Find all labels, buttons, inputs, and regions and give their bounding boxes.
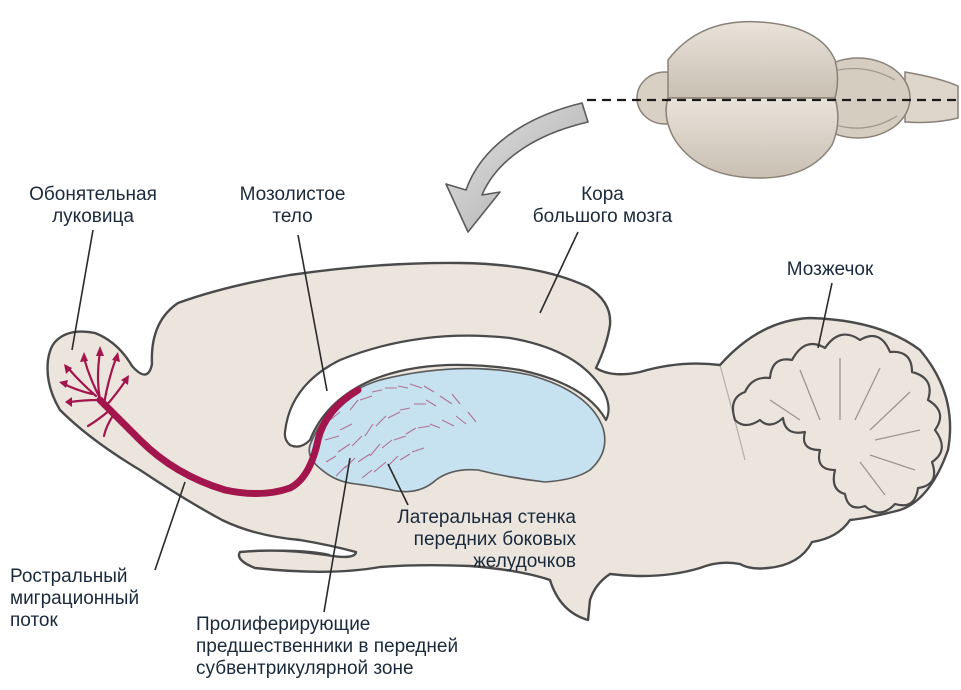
label-line: луковица	[8, 206, 178, 228]
label-line: большого мозга	[510, 206, 695, 228]
label-line: поток	[10, 610, 180, 632]
label-lateral-wall: Латеральная стенка передних боковых желу…	[340, 507, 576, 573]
label-line: Обонятельная	[8, 184, 178, 206]
label-cortex: Кора большого мозга	[510, 184, 695, 228]
label-line: тело	[205, 206, 380, 228]
label-cerebellum: Мозжечок	[770, 259, 890, 281]
label-line: Ростральный	[10, 566, 180, 588]
dorsal-brain-view	[587, 22, 958, 178]
label-line: Пролиферирующие	[196, 614, 496, 636]
label-line: Мозолистое	[205, 184, 380, 206]
label-line: желудочков	[340, 551, 576, 573]
label-line: Мозжечок	[770, 259, 890, 281]
label-progenitors: Пролиферирующие предшественники в передн…	[196, 614, 496, 680]
label-rostral-stream: Ростральный миграционный поток	[10, 566, 180, 632]
label-corpus-callosum: Мозолистое тело	[205, 184, 380, 228]
label-olfactory-bulb: Обонятельная луковица	[8, 184, 178, 228]
label-line: миграционный	[10, 588, 180, 610]
label-line: Кора	[510, 184, 695, 206]
label-line: субвентрикулярной зоне	[196, 658, 496, 680]
label-line: предшественники в передней	[196, 636, 496, 658]
label-line: Латеральная стенка	[340, 507, 576, 529]
label-line: передних боковых	[340, 529, 576, 551]
